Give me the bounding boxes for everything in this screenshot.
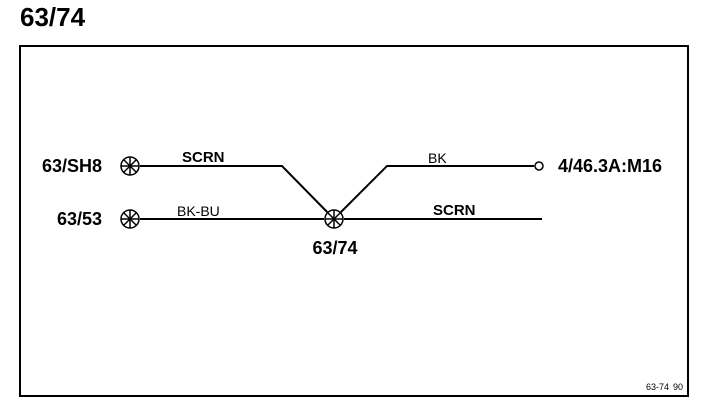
- wire-label-bk: BK: [428, 150, 447, 166]
- wire-label-bk-bu: BK-BU: [177, 203, 220, 219]
- connector-label-left-bottom: 63/53: [57, 209, 102, 229]
- diagram-frame: [19, 45, 689, 397]
- splice-icon-left-top: [120, 156, 140, 176]
- splice-icon-center: [324, 209, 344, 229]
- footer-num: 90: [673, 382, 683, 392]
- wire-label-scrn-right: SCRN: [433, 202, 476, 219]
- connector-label-center: 63/74: [312, 238, 357, 258]
- connector-label-right-top: 4/46.3A:M16: [558, 156, 662, 176]
- splice-icon-left-bottom: [120, 209, 140, 229]
- wire-scrn-left: [140, 165, 335, 220]
- terminal-icon-right-top: [534, 161, 544, 171]
- wires: [140, 165, 542, 220]
- footer-ref: 63-74: [646, 382, 669, 392]
- wire-bk: [333, 165, 534, 220]
- wire-label-scrn-left: SCRN: [182, 149, 225, 166]
- page-title: 63/74: [20, 2, 86, 32]
- connector-label-left-top: 63/SH8: [42, 156, 102, 176]
